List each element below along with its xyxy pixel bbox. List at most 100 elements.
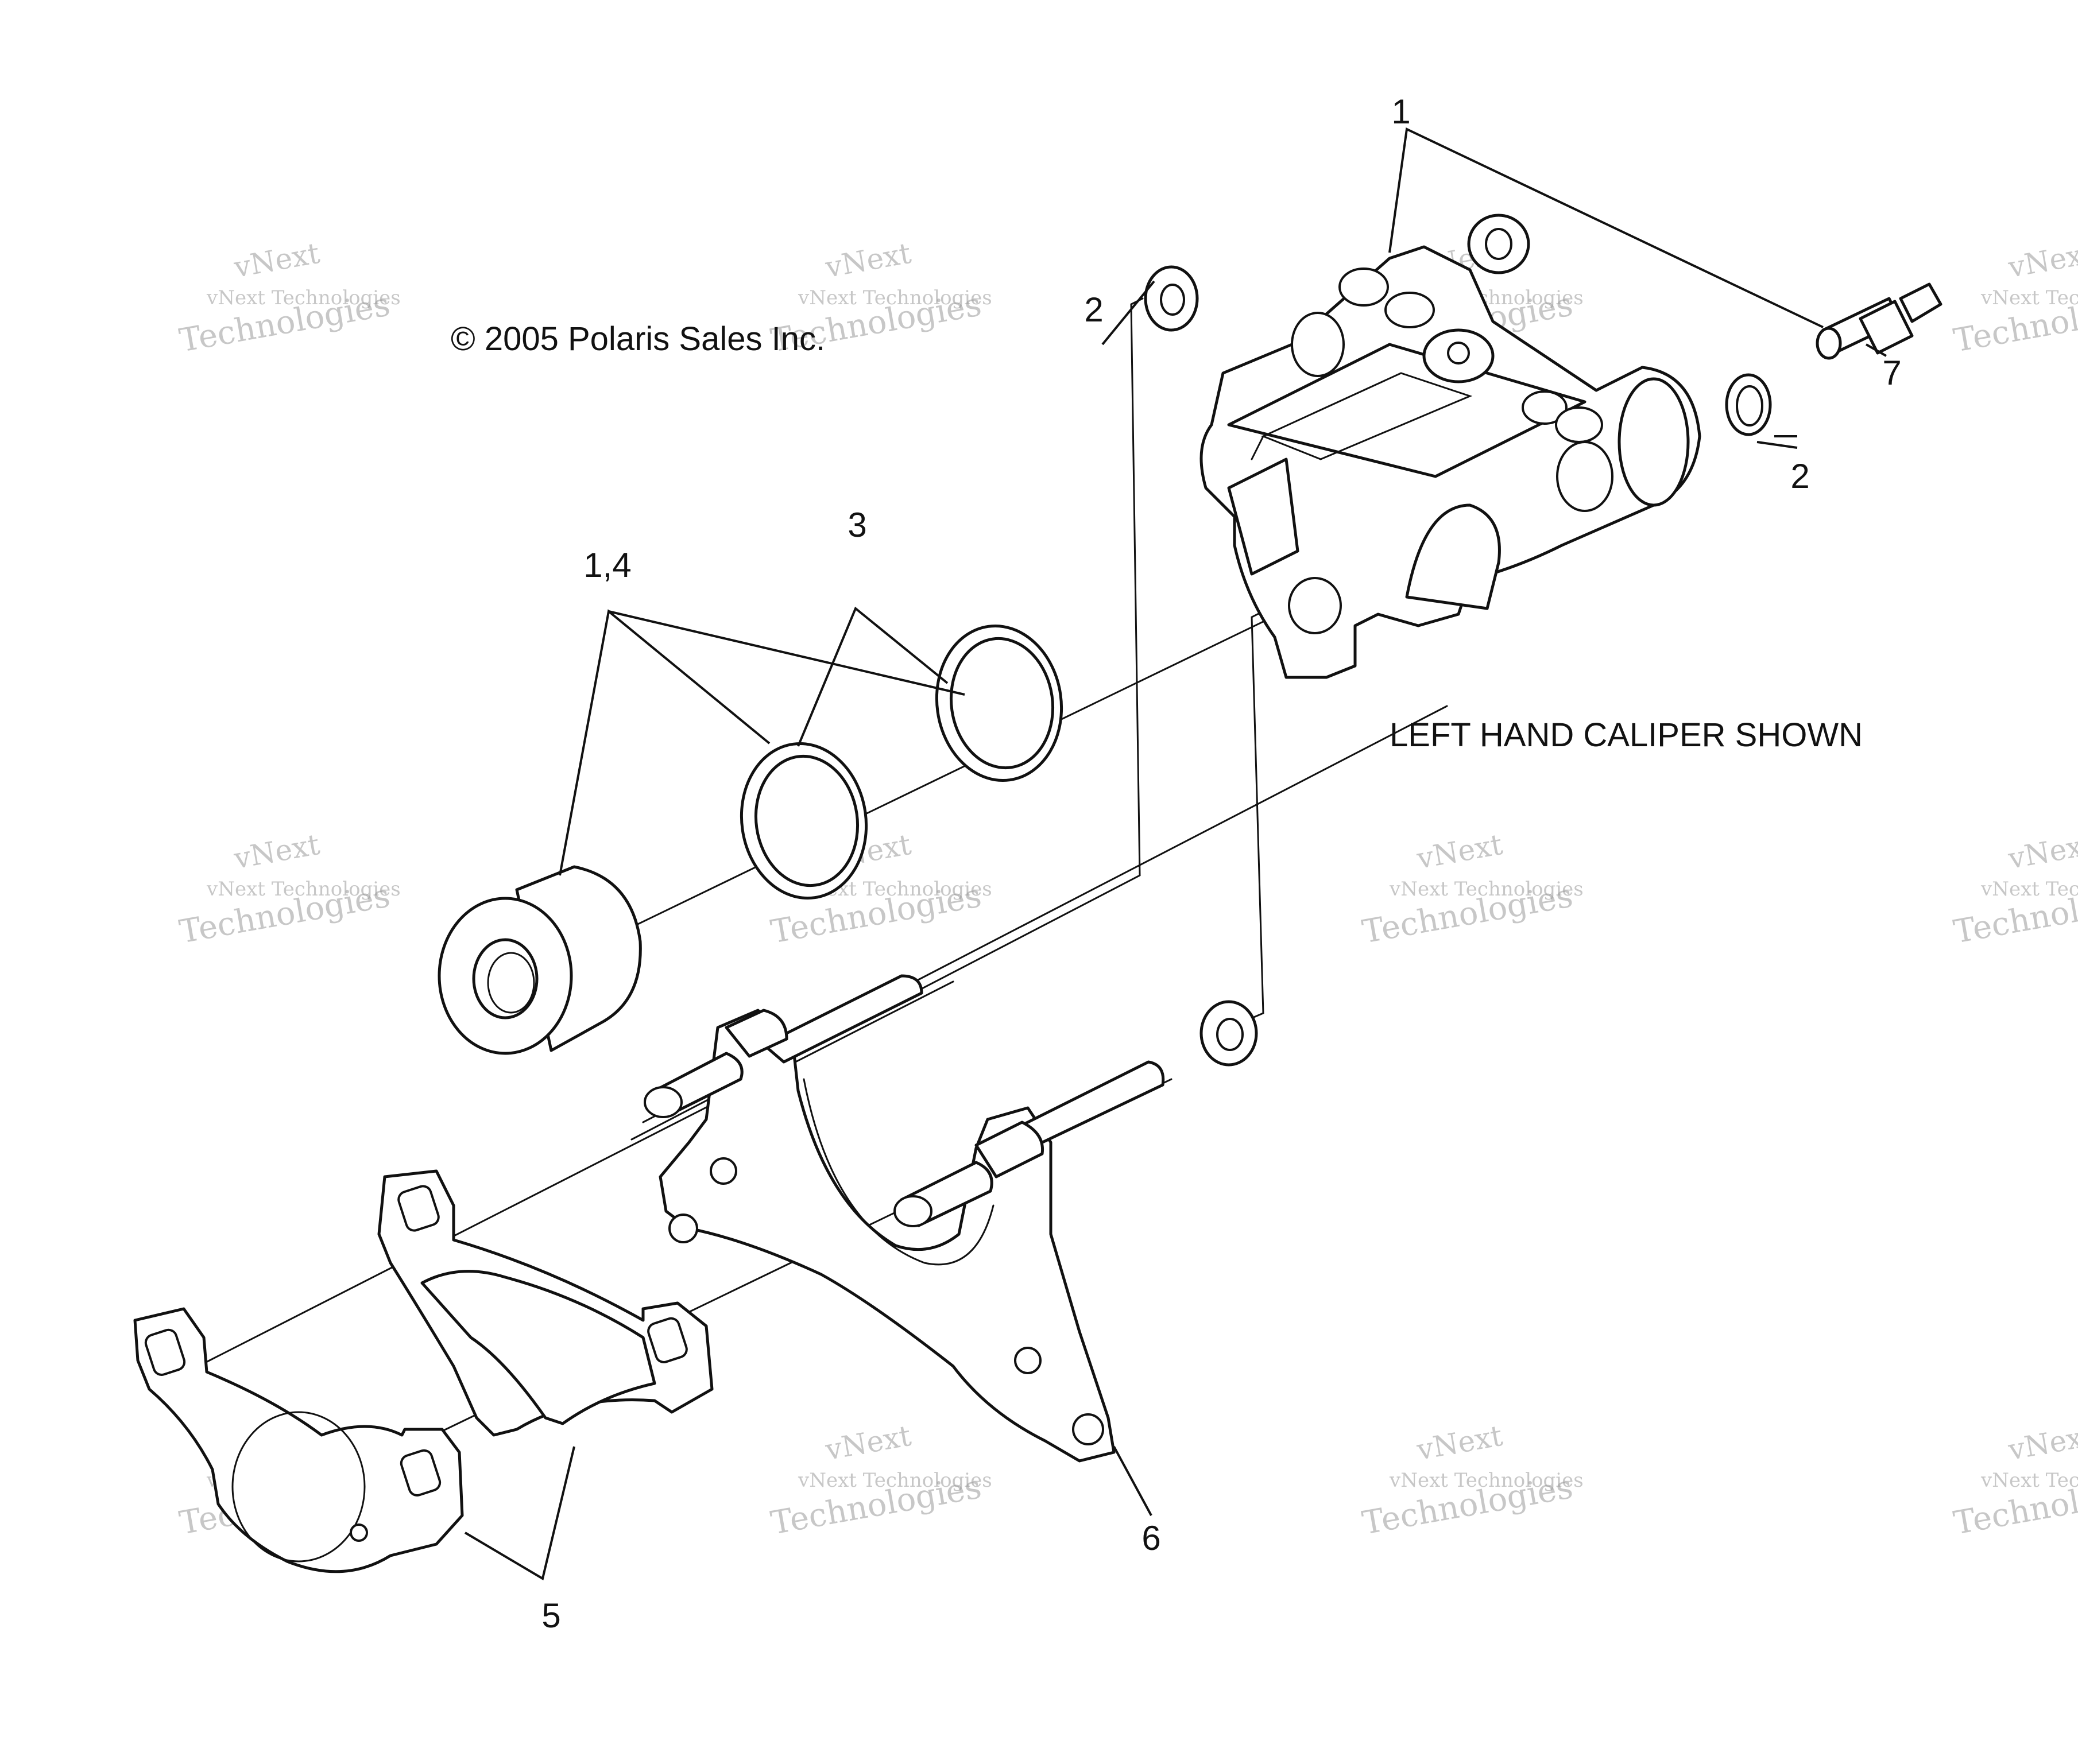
caliper-top-ear-hole (1485, 228, 1512, 260)
svg-text:vNext Technologies: vNext Technologies (206, 878, 401, 901)
slide-pin-end (644, 1086, 683, 1118)
slide-pin-lower-shaft (1020, 1060, 1165, 1147)
bracket-inner-arc (803, 1078, 995, 1266)
caliper-fitting-port (1447, 342, 1470, 365)
svg-text:vNext: vNext (2005, 828, 2078, 875)
svg-text:vNext Technologies: vNext Technologies (206, 286, 401, 309)
leader-pads (464, 1446, 575, 1581)
leader-washer-top (1101, 280, 1155, 346)
bracket-mount-hole (668, 1214, 698, 1243)
caliper-bridge-top (1227, 343, 1586, 478)
brake-pad-friction-block (420, 1270, 656, 1425)
caliper-port (1522, 390, 1568, 425)
svg-text:vNext: vNext (822, 237, 914, 284)
leader-caliper (1388, 127, 1824, 328)
slide-pin-upper-shaft (762, 974, 923, 1064)
bracket-mount-hole (710, 1157, 737, 1185)
caliper-port (1338, 267, 1389, 307)
svg-text:vNext Technologies: vNext Technologies (1980, 878, 2078, 901)
leader-washer-right (1756, 441, 1798, 449)
caliper-port (1555, 406, 1603, 443)
pad-rivet-hole (350, 1523, 368, 1542)
caliper-slot (1251, 435, 1264, 460)
callouts: 1 2 2 7 3 1,4 5 6 (541, 92, 1901, 1635)
callout-mounting-bracket: 6 (1141, 1519, 1160, 1557)
watermark: vNext Technologies Technologies vNext (768, 1419, 992, 1542)
svg-text:vNext: vNext (1414, 1419, 1505, 1467)
svg-text:vNext Technologies: vNext Technologies (1980, 1469, 2078, 1492)
svg-text:vNext Technologies: vNext Technologies (1980, 286, 2078, 309)
watermark: vNext Technologies Technologies vNext (1951, 828, 2078, 951)
leader-seals (797, 606, 949, 747)
leader-bracket (1113, 1446, 1152, 1516)
caliper-pin-hole (1291, 312, 1345, 377)
pad-ear-hole (400, 1449, 442, 1497)
washer-top-hole (1160, 284, 1185, 316)
slide-pin-end (893, 1195, 932, 1227)
washer-bottom-hole (1216, 1018, 1244, 1051)
caliper-pin-hole (1556, 441, 1613, 512)
svg-text:vNext: vNext (231, 828, 322, 875)
svg-text:vNext Technologies: vNext Technologies (1389, 878, 1584, 901)
svg-text:vNext Technologies: vNext Technologies (798, 286, 992, 309)
svg-text:vNext: vNext (2005, 237, 2078, 284)
diagram-caption: LEFT HAND CALIPER SHOWN (1390, 716, 1863, 754)
callout-caliper-assembly: 1 (1391, 92, 1410, 131)
brake-pads (133, 1169, 714, 1573)
copyright-notice: © 2005 Polaris Sales Inc. (451, 320, 825, 358)
piston (438, 865, 642, 1055)
piston-bore (472, 938, 539, 1019)
washers (1144, 265, 1772, 1067)
watermark: vNext Technologies Technologies vNext (1360, 1419, 1584, 1542)
slide-pin-lower-collar (974, 1121, 1044, 1178)
caliper-bore-end (1617, 377, 1690, 507)
seal-rings (740, 624, 1063, 900)
svg-text:vNext: vNext (822, 1419, 914, 1467)
slide-pin-upper-collar (725, 1009, 788, 1058)
callout-piston: 1,4 (583, 546, 631, 584)
leader-lines (464, 127, 1887, 1581)
piston-bore-inner (487, 952, 535, 1014)
callout-seal-rings: 3 (848, 506, 866, 544)
leader-piston-ring (608, 610, 965, 696)
bleeder-screw (1816, 282, 1942, 360)
watermark: vNext Technologies Technologies vNext (1360, 828, 1584, 951)
caliper-bottom-hole (1288, 577, 1342, 634)
brake-pad-front (133, 1307, 464, 1573)
caliper-lower-arch (1405, 503, 1501, 610)
bracket-mount-hole (1072, 1413, 1104, 1445)
pad-backing-curve (231, 1411, 366, 1563)
watermark: vNext Technologies Technologies vNext (1951, 1419, 2078, 1542)
callout-washer-right: 2 (1790, 457, 1809, 495)
svg-text:vNext: vNext (1414, 828, 1505, 875)
mounting-bracket (644, 974, 1165, 1463)
pad-ear-hole (397, 1185, 440, 1232)
svg-text:vNext Technologies: vNext Technologies (1389, 1469, 1584, 1492)
leader-piston (559, 609, 771, 876)
pin-axis-line-upper (203, 980, 954, 1364)
pad-ear-hole (144, 1328, 186, 1376)
callout-washer-top: 2 (1084, 290, 1103, 329)
callout-bleeder-screw: 7 (1882, 354, 1901, 392)
watermark: vNext Technologies Technologies vNext (177, 237, 401, 360)
bleeder-screw-nose (1816, 327, 1842, 360)
caliper-pin-lug (1227, 458, 1299, 576)
bleeder-screw-tip (1899, 282, 1942, 323)
washer-path-line-left (630, 297, 1144, 1141)
seal-ring-front-inner (754, 754, 860, 887)
pad-ear-hole (647, 1317, 688, 1363)
bracket-mount-hole (1014, 1347, 1042, 1374)
seal-ring-rear-inner (949, 637, 1055, 770)
watermark: vNext Technologies Technologies vNext (1951, 237, 2078, 360)
bleeder-screw-hex (1859, 300, 1914, 355)
callout-brake-pads: 5 (541, 1596, 560, 1635)
caliper-slot (1261, 372, 1473, 460)
washer-right-hole (1736, 385, 1763, 427)
watermark: vNext Technologies Technologies vNext (177, 828, 401, 951)
svg-text:vNext Technologies: vNext Technologies (798, 1469, 992, 1492)
leader-bleeder (1866, 343, 1887, 357)
caliper-port (1384, 292, 1435, 328)
caliper-body (1199, 214, 1701, 679)
svg-text:vNext: vNext (2005, 1419, 2078, 1467)
